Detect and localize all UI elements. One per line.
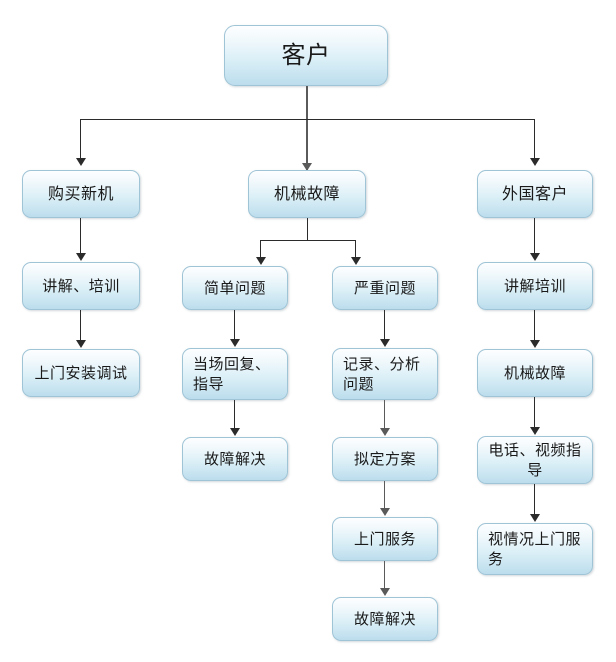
node-label: 拟定方案 bbox=[353, 449, 416, 468]
node-label: 上门安装调试 bbox=[34, 363, 128, 382]
arrowhead-r4 bbox=[530, 514, 540, 522]
connector-root-stem bbox=[306, 86, 308, 171]
connector-l1-to-l2 bbox=[80, 310, 81, 343]
node-draft-plan[interactable]: 拟定方案 bbox=[332, 437, 438, 481]
node-mechanical-fault[interactable]: 机械故障 bbox=[248, 170, 366, 218]
node-simple-problem[interactable]: 简单问题 bbox=[182, 266, 288, 310]
node-onsite-service[interactable]: 上门服务 bbox=[332, 517, 438, 561]
node-label: 机械故障 bbox=[503, 363, 566, 382]
arrowhead-r3 bbox=[530, 427, 540, 435]
connector-m4b-to-m5b bbox=[384, 561, 385, 591]
node-label: 客户 bbox=[281, 41, 331, 70]
arrowhead-m2b bbox=[380, 339, 390, 347]
node-buy-new-machine[interactable]: 购买新机 bbox=[22, 170, 140, 218]
node-label: 严重问题 bbox=[353, 278, 416, 297]
arrowhead-m1a bbox=[256, 257, 266, 265]
arrowhead-m5b bbox=[380, 588, 390, 596]
node-explain-training[interactable]: 讲解、培训 bbox=[22, 262, 140, 310]
connector-b1-to-l1 bbox=[80, 218, 81, 256]
connector-b2-stem bbox=[307, 218, 308, 241]
node-label: 上门服务 bbox=[353, 529, 416, 548]
connector-root-to-b3 bbox=[534, 119, 535, 161]
connector-b3-to-r1 bbox=[534, 218, 535, 256]
node-onsite-reply-guidance[interactable]: 当场回复、指导 bbox=[182, 348, 288, 400]
node-label: 机械故障 bbox=[273, 184, 340, 204]
arrowhead-r1 bbox=[530, 253, 540, 261]
connector-m3b-to-m4b bbox=[384, 481, 385, 511]
arrowhead-m4b bbox=[380, 508, 390, 516]
node-label: 简单问题 bbox=[203, 278, 266, 297]
arrowhead-m1b bbox=[351, 257, 361, 265]
node-label: 视情况上门服务 bbox=[488, 529, 582, 568]
arrowhead-r2 bbox=[530, 340, 540, 348]
arrowhead-b1 bbox=[76, 158, 86, 166]
node-label: 外国客户 bbox=[501, 184, 568, 204]
node-customer[interactable]: 客户 bbox=[224, 25, 388, 86]
node-record-analyze-problem[interactable]: 记录、分析问题 bbox=[332, 348, 438, 400]
connector-b2-bus bbox=[260, 240, 356, 241]
node-mechanical-fault-foreign[interactable]: 机械故障 bbox=[477, 349, 593, 397]
node-label: 电话、视频指导 bbox=[488, 440, 582, 479]
arrowhead-m2a bbox=[230, 339, 240, 347]
node-foreign-customer[interactable]: 外国客户 bbox=[477, 170, 593, 218]
arrowhead-b3 bbox=[530, 158, 540, 166]
arrowhead-l2 bbox=[76, 340, 86, 348]
node-fault-resolved-serious[interactable]: 故障解决 bbox=[332, 597, 438, 641]
node-explain-training-foreign[interactable]: 讲解培训 bbox=[477, 262, 593, 310]
node-onsite-service-if-needed[interactable]: 视情况上门服务 bbox=[477, 523, 593, 575]
node-fault-resolved-simple[interactable]: 故障解决 bbox=[182, 437, 288, 481]
arrowhead-l1 bbox=[76, 253, 86, 261]
connector-root-bus bbox=[80, 119, 535, 120]
node-serious-problem[interactable]: 严重问题 bbox=[332, 266, 438, 310]
connector-r1-to-r2 bbox=[534, 310, 535, 343]
node-label: 记录、分析问题 bbox=[343, 354, 421, 393]
connector-m2a-to-m3a bbox=[234, 400, 235, 431]
node-label: 讲解、培训 bbox=[42, 276, 120, 295]
connector-m1a-to-m2a bbox=[234, 310, 235, 342]
connector-root-to-b1 bbox=[80, 119, 81, 161]
arrowhead-m3a bbox=[230, 428, 240, 436]
node-phone-video-guidance[interactable]: 电话、视频指导 bbox=[477, 436, 593, 484]
connector-m1b-to-m2b bbox=[384, 310, 385, 342]
node-label: 讲解培训 bbox=[503, 276, 566, 295]
arrowhead-b2 bbox=[302, 163, 312, 171]
node-label: 当场回复、指导 bbox=[193, 354, 271, 393]
connector-r3-to-r4 bbox=[534, 484, 535, 517]
connector-r2-to-r3 bbox=[534, 397, 535, 430]
arrowhead-m3b bbox=[380, 428, 390, 436]
node-label: 故障解决 bbox=[203, 449, 266, 468]
node-onsite-install-debug[interactable]: 上门安装调试 bbox=[22, 349, 140, 397]
node-label: 购买新机 bbox=[47, 184, 114, 204]
connector-b2-to-m1a bbox=[260, 240, 261, 260]
connector-b2-to-m1b bbox=[355, 240, 356, 260]
connector-m2b-to-m3b bbox=[384, 400, 385, 431]
node-label: 故障解决 bbox=[353, 609, 416, 628]
